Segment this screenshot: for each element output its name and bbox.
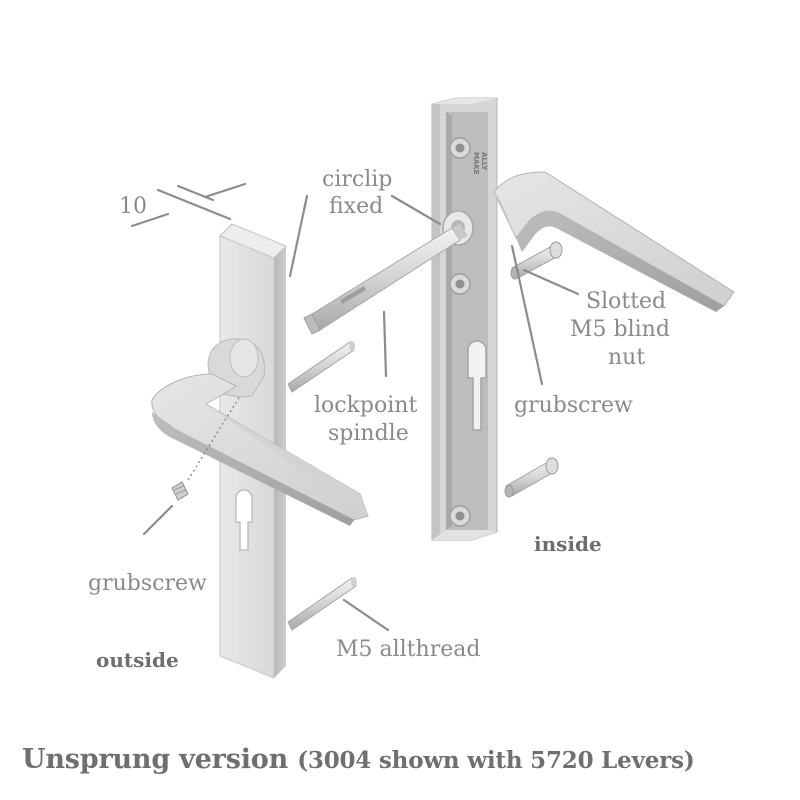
- label-grubscrew-outside: grubscrew: [88, 571, 207, 596]
- slotted-leader: [522, 268, 580, 296]
- dimension-marker: 10: [119, 182, 247, 228]
- diagram-caption: Unsprung version (3004 shown with 5720 L…: [22, 744, 782, 775]
- grubscrew-outside-leader: [142, 504, 174, 536]
- label-slotted: Slotted: [586, 289, 666, 314]
- caption-detail: (3004 shown with 5720 Levers): [297, 747, 695, 774]
- lockpoint-leader: [382, 310, 388, 378]
- label-spindle: spindle: [328, 421, 409, 446]
- label-m5-blind: M5 blind: [570, 317, 670, 342]
- allthread-bolt-upper: [287, 341, 355, 393]
- backplate-inside: MAKE ALLY: [431, 97, 498, 541]
- label-fixed: fixed: [329, 194, 383, 219]
- blind-nut-lower: [504, 457, 559, 498]
- backplate-stamp-1: MAKE: [472, 152, 480, 175]
- label-nut: nut: [608, 345, 645, 370]
- label-inside: inside: [534, 532, 602, 556]
- circlip-leader-b: [390, 194, 442, 226]
- label-allthread: M5 allthread: [336, 637, 480, 662]
- grubscrew-icon: [171, 481, 189, 501]
- circlip-leader-a: [288, 194, 309, 278]
- label-grubscrew-inside: grubscrew: [514, 393, 633, 418]
- handle-outside: [151, 338, 369, 526]
- label-outside: outside: [96, 648, 179, 672]
- grubscrew-inside-leader: [510, 244, 544, 386]
- grubscrew-axis: [187, 395, 241, 481]
- allthread-bolt-lower: [287, 577, 357, 631]
- label-circlip: circlip: [322, 167, 392, 192]
- handle-inside: [493, 171, 735, 312]
- dimension-label: 10: [119, 194, 147, 219]
- backplate-stamp-2: ALLY: [480, 152, 488, 171]
- label-lockpoint: lockpoint: [314, 393, 417, 418]
- caption-main: Unsprung version: [22, 744, 289, 775]
- lockpoint-spindle: [303, 224, 468, 335]
- allthread-leader: [342, 598, 390, 632]
